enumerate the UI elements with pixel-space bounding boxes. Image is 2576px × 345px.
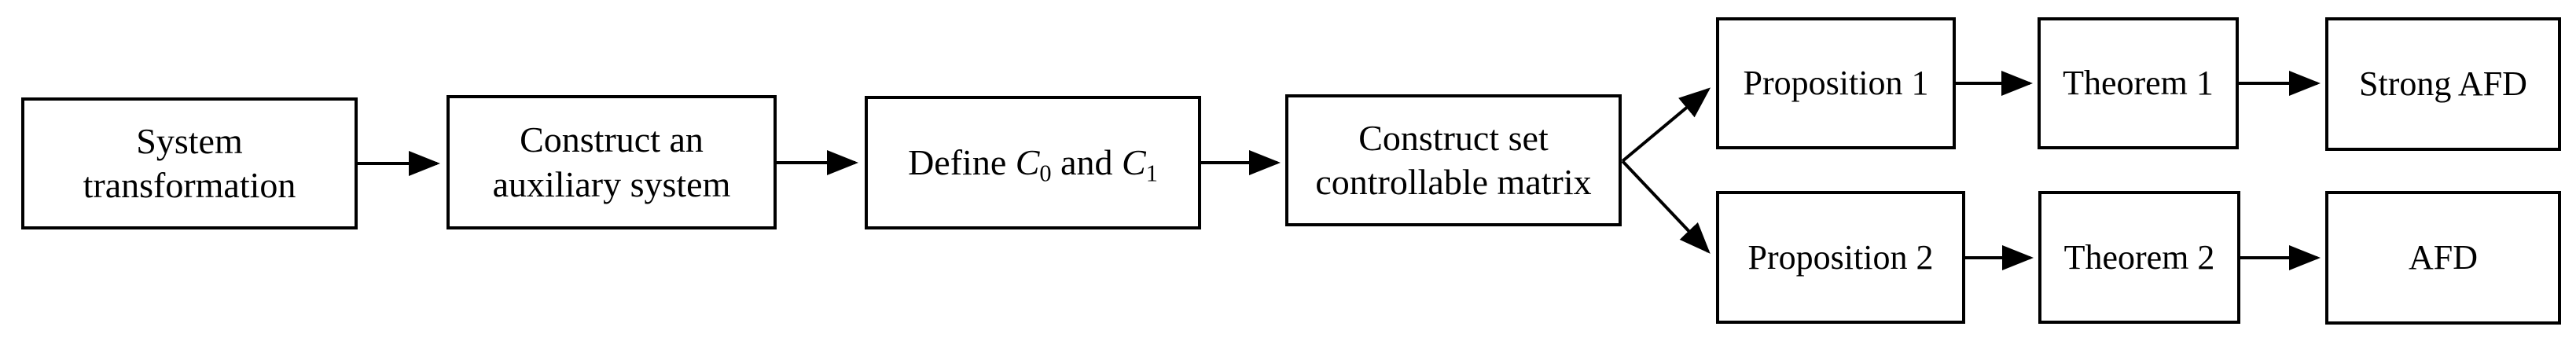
math-variable-c1: C1	[1122, 141, 1158, 187]
edge-matrix-to-proposition-2	[1621, 160, 1711, 254]
node-label: Construct set controllable matrix	[1315, 117, 1592, 202]
node-label: Define C0 and C1	[908, 141, 1158, 187]
node-system-transformation[interactable]: System transformation	[21, 97, 358, 229]
math-variable-c0: C0	[1015, 141, 1052, 187]
node-label: Construct an auxiliary system	[492, 119, 731, 204]
node-strong-afd[interactable]: Strong AFD	[2325, 17, 2561, 151]
node-construct-set-controllable-matrix[interactable]: Construct set controllable matrix	[1285, 94, 1622, 226]
node-label: Strong AFD	[2359, 64, 2527, 104]
node-label: Proposition 2	[1747, 237, 1934, 277]
node-label: Proposition 1	[1743, 64, 1929, 103]
node-label: Theorem 1	[2063, 64, 2214, 103]
edge-matrix-to-proposition-1	[1621, 87, 1711, 163]
node-label: Theorem 2	[2063, 237, 2215, 277]
node-theorem-1[interactable]: Theorem 1	[2038, 17, 2239, 149]
node-proposition-1[interactable]: Proposition 1	[1716, 17, 1956, 149]
node-afd[interactable]: AFD	[2325, 191, 2561, 325]
node-theorem-2[interactable]: Theorem 2	[2038, 191, 2240, 324]
node-define-c0-c1[interactable]: Define C0 and C1	[865, 96, 1201, 229]
node-label: AFD	[2408, 238, 2479, 277]
node-label: System transformation	[83, 120, 296, 205]
node-construct-auxiliary-system[interactable]: Construct an auxiliary system	[446, 95, 777, 229]
node-proposition-2[interactable]: Proposition 2	[1716, 191, 1965, 324]
